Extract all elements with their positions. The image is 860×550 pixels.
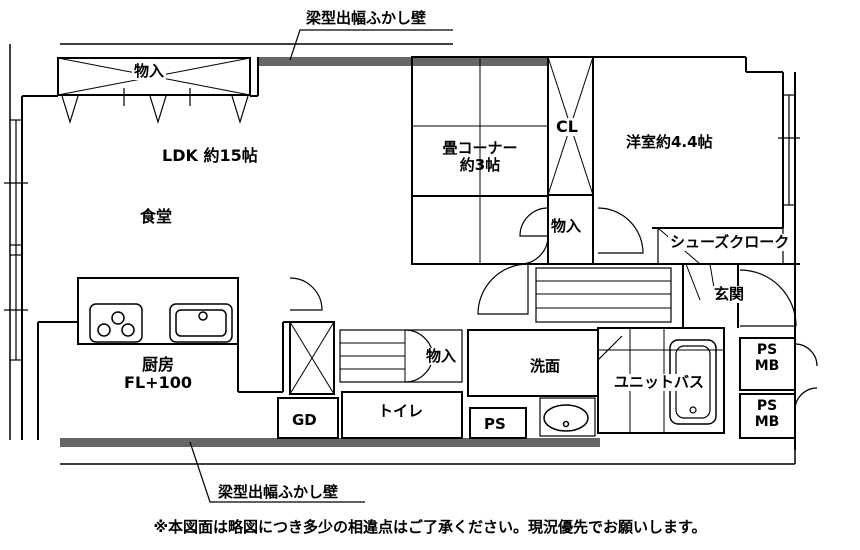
western-room-label: 洋室約4.4帖	[626, 133, 713, 151]
gd-label: GD	[292, 411, 317, 429]
disclaimer-note: ※本図面は略図につき多少の相違点はご了承ください。現況優先でお願いします。	[153, 518, 707, 536]
toilet-label: トイレ	[378, 402, 424, 420]
dining-label: 食堂	[140, 207, 173, 226]
storage-top-label: 物入	[132, 62, 167, 81]
ps-label-2: PS	[756, 398, 778, 414]
ps-bottom-label: PS	[484, 415, 506, 433]
ps-label-1: PS	[756, 342, 778, 358]
storage-hall-label: 物入	[424, 347, 459, 366]
tatami-name: 畳コーナー	[442, 139, 518, 157]
entrance-label: 玄関	[712, 285, 747, 304]
washbasin-icon	[543, 404, 589, 432]
shoe-closet-label: シューズクローク	[668, 233, 792, 252]
kitchen-name: 厨房	[141, 355, 174, 374]
beam-label-bottom: 梁型出幅ふかし壁	[216, 483, 341, 502]
sink-icon	[169, 303, 233, 343]
ps-mb-box-1: PS MB	[745, 342, 789, 374]
storage-mid-label: 物入	[549, 217, 584, 236]
ps-mb-box-2: PS MB	[745, 398, 789, 430]
beam-top	[258, 57, 548, 66]
unit-bath-label: ユニットバス	[612, 373, 707, 392]
ldk-label: LDK 約15帖	[162, 146, 258, 165]
stove-icon	[89, 303, 143, 343]
mb-label-1: MB	[754, 358, 780, 375]
beam-bottom	[60, 438, 600, 447]
washroom-label: 洗面	[530, 357, 561, 375]
mb-label-2: MB	[754, 414, 780, 431]
tatami-size: 約3帖	[459, 156, 501, 175]
tatami-label: 畳コーナー 約3帖	[422, 139, 538, 175]
bathtub-icon	[689, 406, 697, 414]
closet-label: CL	[554, 117, 580, 137]
kitchen-floor-level: FL+100	[124, 373, 192, 393]
kitchen-label: 厨房 FL+100	[108, 355, 208, 393]
beam-label-top: 梁型出幅ふかし壁	[304, 9, 429, 28]
